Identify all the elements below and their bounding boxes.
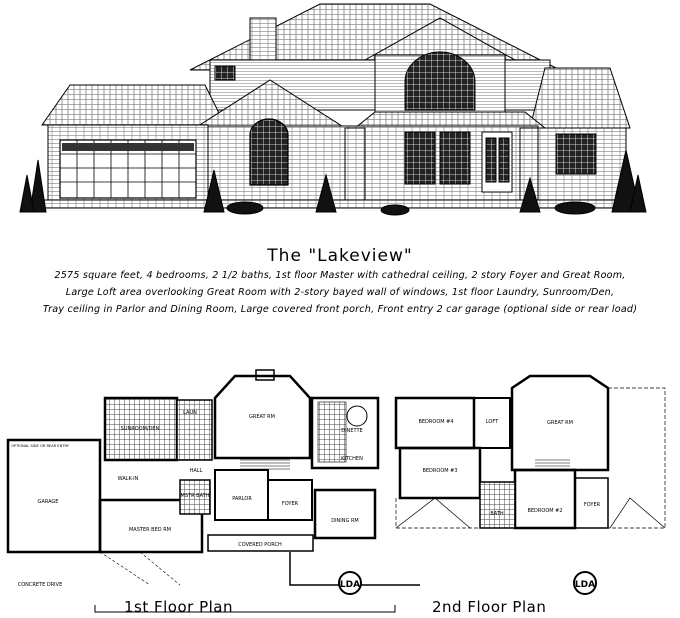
description-line: 2575 square feet, 4 bedrooms, 2 1/2 bath…	[54, 270, 626, 281]
house-elevation-drawing	[19, 3, 647, 216]
room-label: HALL	[190, 468, 203, 474]
room-label: DINETTE	[341, 428, 362, 434]
second-floor-plan	[394, 374, 666, 530]
first-floor-plan	[6, 369, 420, 613]
svg-text:LDA: LDA	[340, 580, 360, 590]
room-label: GARAGE	[38, 499, 59, 505]
lda-logo: LDA	[573, 571, 597, 595]
room-label: WALK-IN	[118, 476, 139, 482]
room-label: BEDROOM #3	[422, 468, 457, 474]
description-line: Tray ceiling in Parlor and Dining Room, …	[42, 304, 638, 315]
room-label: PARLOR	[232, 496, 252, 502]
second-floor-plan-title: 2nd Floor Plan	[432, 598, 547, 616]
room-label: DINING RM	[331, 518, 359, 524]
room-label: KITCHEN	[341, 456, 363, 462]
room-label: MASTER BED RM	[129, 527, 171, 533]
room-label: CONCRETE DRIVE	[18, 582, 62, 588]
room-label: FOYER	[282, 501, 299, 507]
room-label: GREAT RM	[249, 414, 275, 420]
room-label: BEDROOM #4	[418, 419, 453, 425]
room-label: MSTR BATH	[181, 493, 210, 499]
room-label: BEDROOM #2	[527, 508, 562, 514]
room-label: COVERED PORCH	[238, 542, 282, 548]
floor-plans-drawing: SUNROOM/DEN GREAT RM DINETTE KITCHEN GAR…	[6, 369, 666, 613]
room-label: OPTIONAL SIDE OR REAR ENTRY	[11, 444, 70, 448]
room-label: FOYER	[584, 502, 601, 508]
house-name-title: The "Lakeview"	[267, 246, 413, 266]
lda-logo: LDA	[338, 571, 362, 595]
description-line: Large Loft area overlooking Great Room w…	[65, 287, 615, 298]
room-label: SUNROOM/DEN	[121, 426, 160, 432]
first-floor-plan-title: 1st Floor Plan	[124, 598, 234, 616]
room-label: GREAT RM	[547, 420, 573, 426]
room-label: BATH	[490, 511, 504, 517]
room-label: LAUN	[183, 410, 197, 416]
svg-text:LDA: LDA	[575, 580, 595, 590]
room-label: LOFT	[486, 419, 499, 425]
